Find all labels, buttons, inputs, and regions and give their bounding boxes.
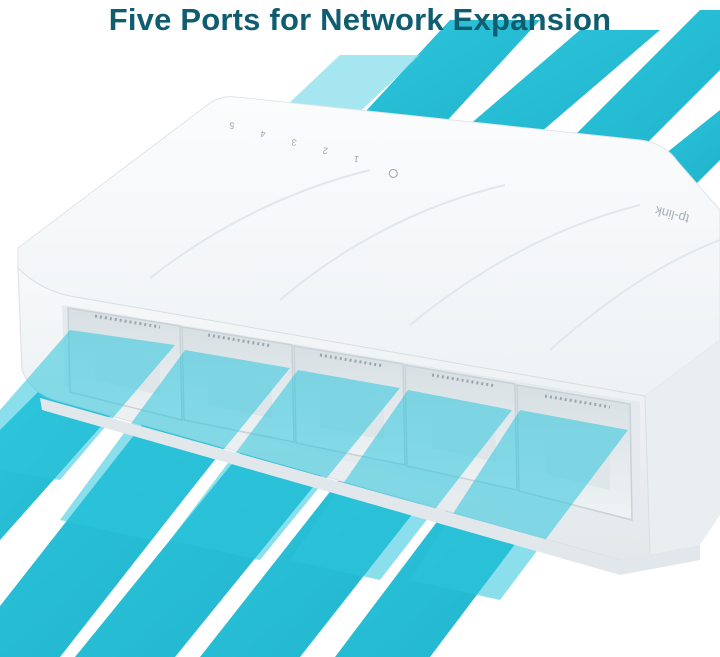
port-number-labels: 5 4 3 2 1 <box>229 120 398 178</box>
port-number-label: 5 <box>229 120 235 131</box>
page-title: Five Ports for Network Expansion <box>108 2 612 37</box>
top-ridge <box>279 184 506 301</box>
back-beam <box>540 10 720 170</box>
port-number-label: 2 <box>322 145 328 156</box>
port-number-label: 4 <box>260 129 266 140</box>
port-number-label: 1 <box>353 154 359 165</box>
top-ridge <box>149 169 371 279</box>
port-number-label: 3 <box>291 137 297 148</box>
back-beam <box>440 30 660 150</box>
switch-device: 5 4 3 2 1 tp-link <box>0 96 720 600</box>
top-ridge <box>549 239 720 351</box>
power-led-icon <box>388 168 398 178</box>
top-ridge <box>409 204 641 326</box>
device-side <box>645 340 720 560</box>
